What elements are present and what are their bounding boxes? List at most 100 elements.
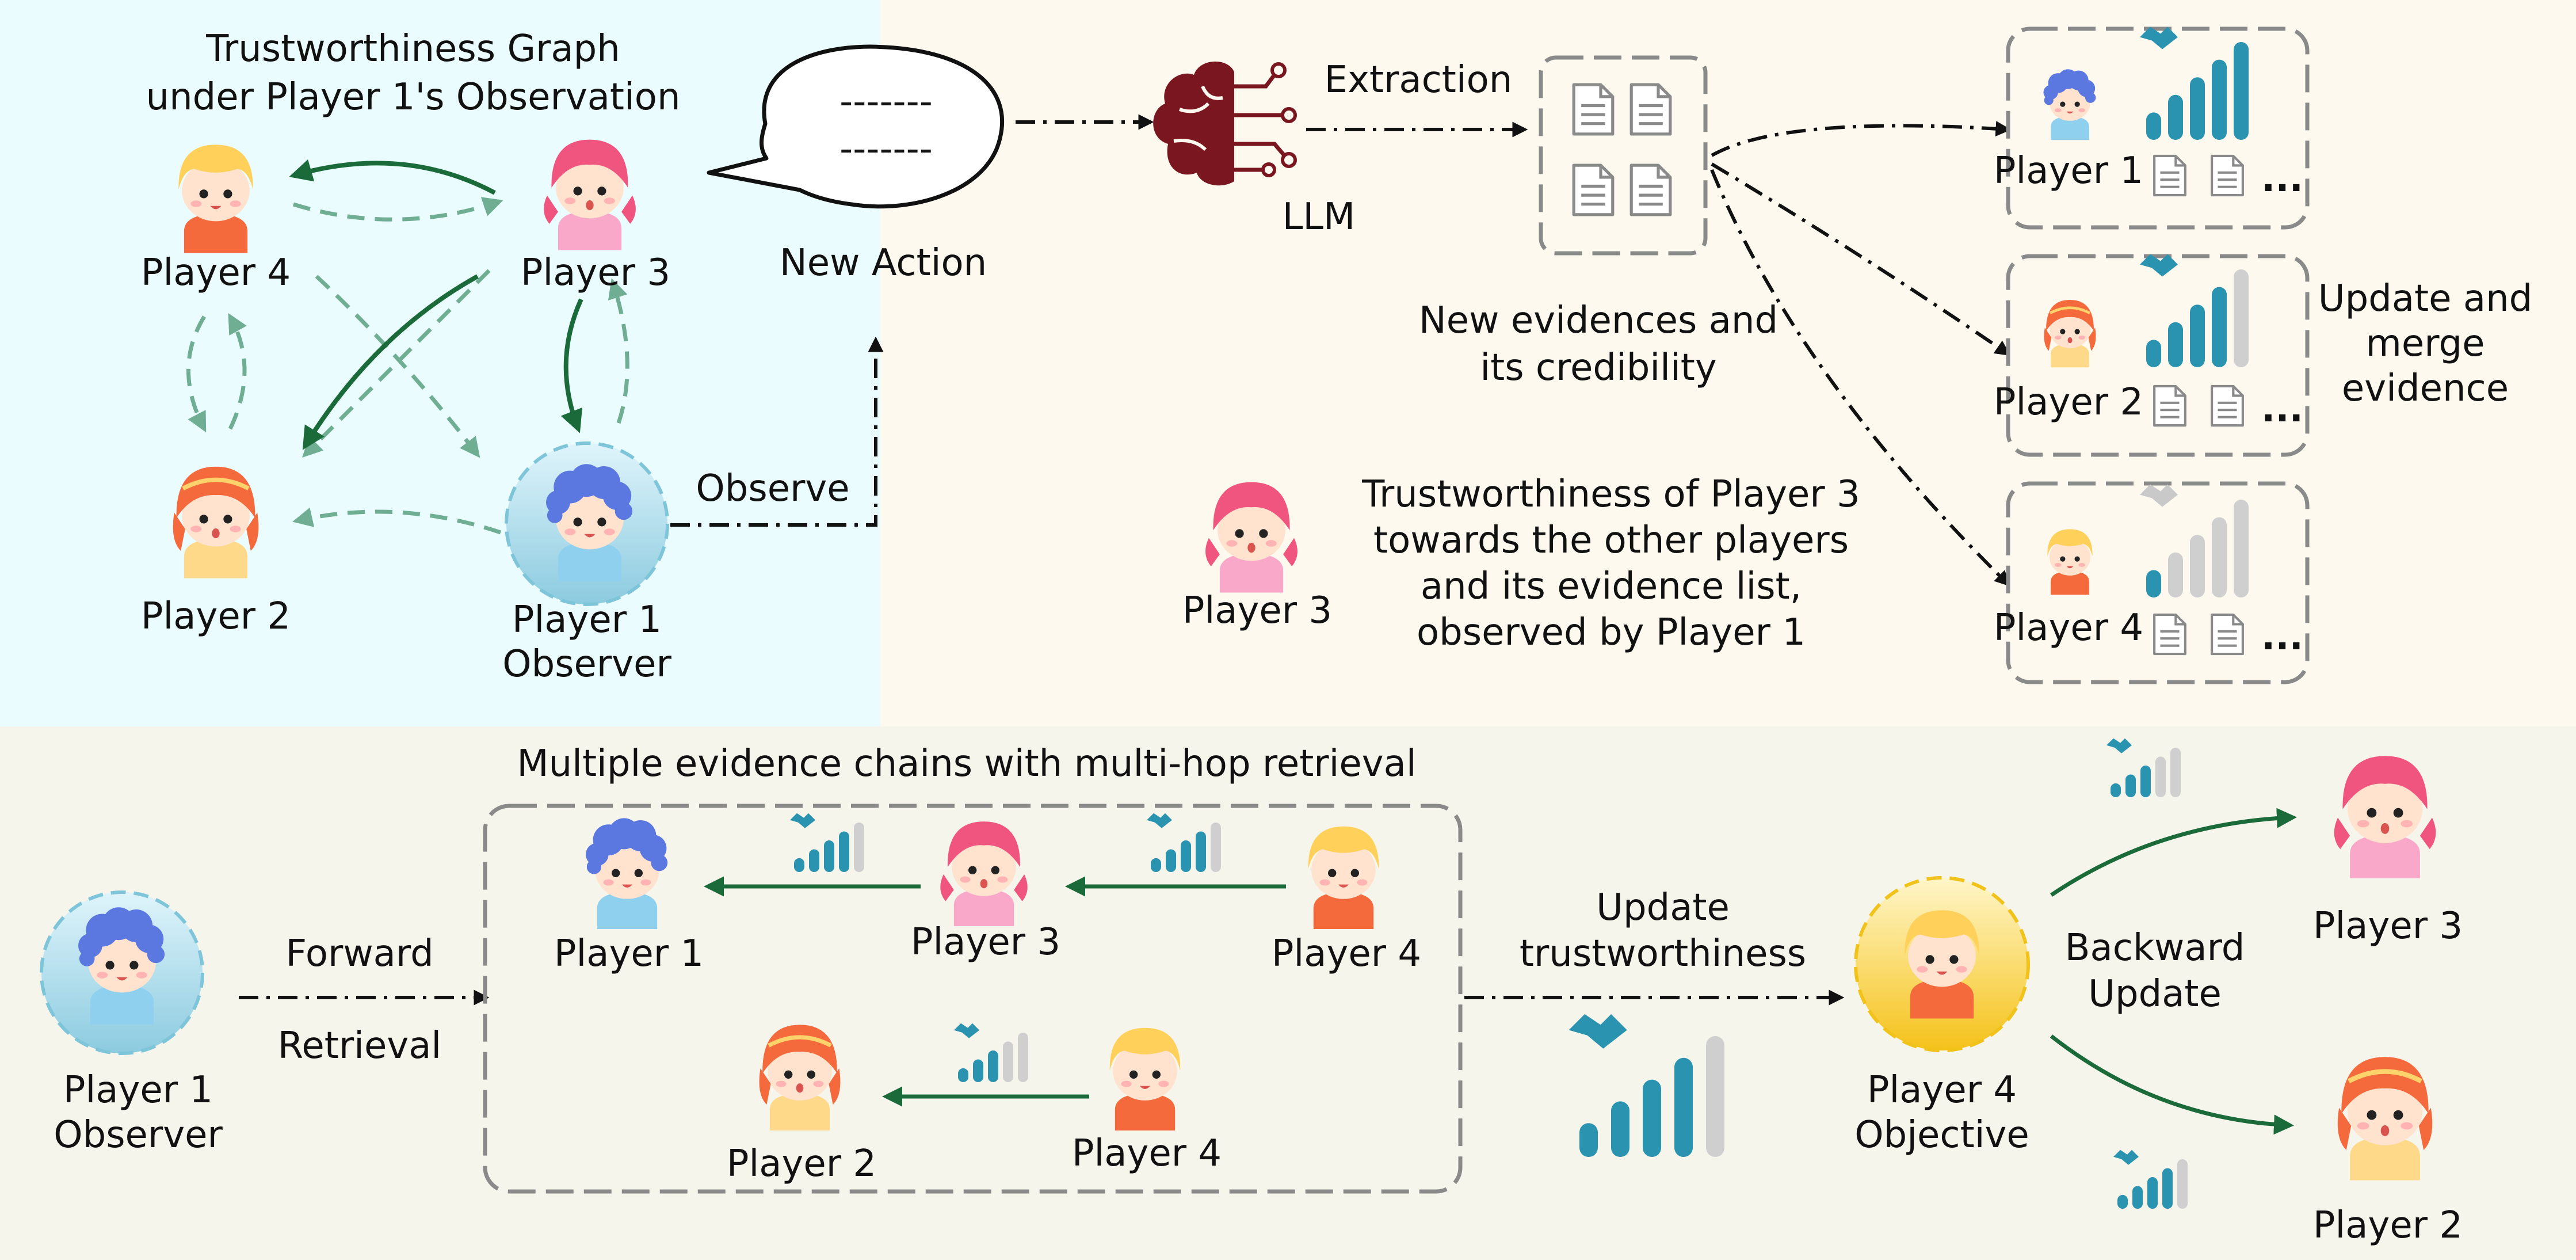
avatar-player1-observer	[546, 464, 633, 581]
chain-signal	[954, 1023, 1028, 1082]
signal-bar	[809, 849, 819, 872]
speech-bubble: ------- -------	[707, 44, 1005, 209]
signal-bar	[1211, 823, 1221, 872]
new-action-label: New Action	[780, 242, 987, 284]
solid-trust-arrows	[289, 159, 583, 450]
signal-bar	[2190, 535, 2205, 597]
signal-bar	[2234, 269, 2249, 367]
signal-bar	[2212, 59, 2227, 140]
objective-line1: Player 4	[1867, 1069, 2017, 1111]
chain-avatar-player4b	[1109, 1027, 1181, 1130]
signal-bar	[2140, 765, 2151, 797]
observer-bottom-line1: Player 1	[63, 1069, 213, 1111]
signal-bar	[1643, 1079, 1661, 1157]
avatar-card-player2	[2044, 300, 2096, 367]
chain-label-player4a: Player 4	[1272, 932, 1421, 975]
trust-caption-line4: observed by Player 1	[1417, 611, 1806, 654]
bubble-line2: -------	[839, 128, 933, 170]
avatar-card-player1	[2043, 69, 2096, 140]
card-label-player2: Player 2	[1994, 381, 2143, 424]
trust-caption-line2: towards the other players	[1373, 519, 1849, 562]
signal-bar	[2168, 322, 2183, 367]
right-label-player2: Player 2	[2313, 1204, 2463, 1247]
signal-bar	[1151, 858, 1161, 872]
update-merge-line1: Update and	[2318, 277, 2533, 320]
doc-icon	[2154, 386, 2185, 425]
backward-signal	[2106, 738, 2181, 797]
doc-icon	[1631, 165, 1670, 215]
panel-top-left	[0, 0, 880, 726]
signal-bar	[2212, 517, 2227, 597]
chain-signal	[790, 813, 864, 872]
doc-icon	[1574, 165, 1613, 215]
panel-bottom	[0, 726, 2576, 1260]
right-label-player3: Player 3	[2313, 905, 2463, 947]
forward-label: Forward	[285, 932, 433, 975]
signal-bar	[2177, 1159, 2188, 1209]
backward-line1: Backward	[2065, 927, 2245, 969]
card-ellipsis: ...	[2261, 158, 2303, 200]
signal-bar	[2162, 1168, 2173, 1209]
chain-signal	[1147, 813, 1221, 872]
card-ellipsis: ...	[2261, 616, 2303, 658]
signal-bar	[1579, 1123, 1598, 1157]
doc-icon	[2212, 156, 2243, 195]
llm-label: LLM	[1283, 196, 1356, 238]
chain-label-player4b: Player 4	[1072, 1132, 1222, 1175]
signal-bar	[973, 1059, 983, 1082]
trust-caption-line3: and its evidence list,	[1421, 565, 1802, 608]
doc-icon	[2212, 615, 2243, 654]
signal-bar	[1196, 831, 1206, 872]
backward-arrow-player3	[2050, 808, 2297, 897]
signal-bar	[794, 858, 804, 872]
observe-label: Observe	[696, 467, 849, 510]
doc-icon	[1631, 85, 1670, 134]
right-avatar-player2	[2338, 1057, 2432, 1180]
chain-avatar-player1	[586, 818, 668, 929]
avatar-card-player4	[2047, 529, 2093, 595]
card-ellipsis: ...	[2261, 388, 2303, 431]
handshake-icon	[2140, 26, 2178, 50]
signal-bar	[839, 831, 849, 872]
evidence-box	[1539, 55, 1708, 256]
signal-bar	[1181, 840, 1191, 872]
signal-bar	[2190, 77, 2205, 140]
signal-bar	[2212, 287, 2227, 367]
label-player3-caption: Player 3	[1182, 589, 1332, 632]
label-player1-observer-line1: Player 1	[512, 599, 662, 641]
handshake-icon	[1147, 813, 1172, 828]
backward-signal	[2113, 1149, 2188, 1209]
chain-avatar-player4a	[1308, 826, 1379, 929]
bubble-line1: -------	[839, 81, 933, 123]
signal-bar	[1003, 1041, 1013, 1082]
signal-bar	[2125, 774, 2136, 797]
signal-bar	[2168, 552, 2183, 597]
signal-bar	[2117, 1194, 2128, 1209]
signal-bar	[2146, 570, 2161, 597]
brain-icon	[1153, 61, 1297, 186]
signal-bar	[2146, 112, 2161, 140]
avatar-player2	[173, 467, 259, 578]
signal-bar	[2234, 42, 2249, 140]
doc-icon	[1574, 85, 1613, 134]
signal-bar	[2190, 304, 2205, 367]
card-signal	[2140, 26, 2249, 140]
observe-arrow	[670, 336, 884, 527]
doc-icon	[2154, 156, 2185, 195]
handshake-icon	[1569, 1014, 1627, 1049]
signal-bar	[2234, 500, 2249, 597]
doc-icon	[2154, 615, 2185, 654]
update-trust-line2: trustworthiness	[1520, 932, 1806, 975]
avatar-objective	[1905, 910, 1979, 1019]
handshake-icon	[954, 1023, 979, 1038]
distribute-arrows	[1710, 121, 2012, 587]
graph-title-line1: Trustworthiness Graph	[205, 28, 620, 70]
update-trust-line1: Update	[1596, 886, 1730, 929]
chain-label-player3: Player 3	[911, 921, 1060, 964]
card-player1: Player 1 ...	[1994, 26, 2310, 230]
handshake-icon	[2106, 738, 2132, 753]
handshake-icon	[2140, 254, 2178, 277]
update-merge-line2: merge	[2366, 322, 2485, 365]
label-player4: Player 4	[141, 252, 291, 294]
